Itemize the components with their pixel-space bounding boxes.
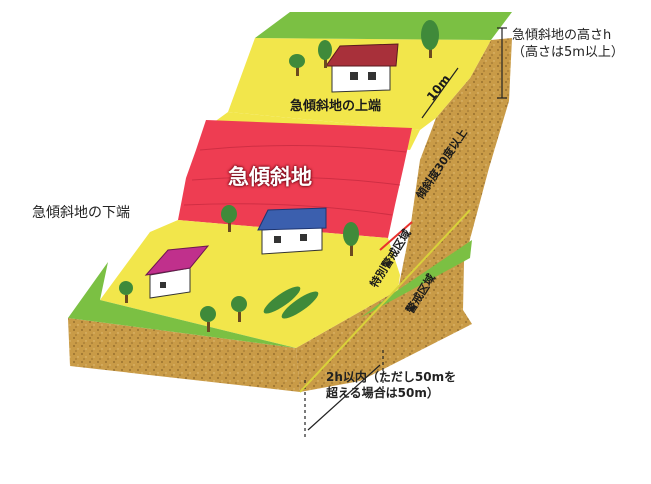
extent-line2: 超える場合は50m）	[326, 386, 439, 400]
warning-zone-arrow	[299, 209, 471, 393]
slope-texture	[183, 144, 407, 216]
bottom-edge-label: 急傾斜地の下端	[32, 205, 130, 221]
lower-safe-zone	[68, 262, 296, 348]
slope-height-line1: 急傾斜地の高さh	[512, 28, 612, 43]
trees	[119, 20, 439, 332]
soil-right-side	[296, 38, 512, 392]
slope-height-line2: （高さは5m以上）	[512, 45, 624, 60]
house-bottom	[144, 245, 210, 299]
house-top	[325, 43, 399, 93]
upper-plateau-safe	[255, 12, 512, 40]
steep-slope-red	[178, 120, 412, 238]
top-edge-label: 急傾斜地の上端	[290, 99, 382, 114]
steep-slope-label: 急傾斜地	[228, 165, 312, 189]
extent-line1: 2h以内（ただし50mを	[326, 370, 457, 384]
extent-label: 2h以内（ただし50mを 超える場合は50m）	[326, 369, 456, 401]
house-middle	[257, 207, 327, 255]
special-zone-arrow	[379, 221, 413, 251]
dimension-lines	[304, 27, 507, 440]
soil-front-face	[68, 318, 300, 392]
slope-height-label: 急傾斜地の高さh （高さは5m以上）	[512, 27, 624, 61]
